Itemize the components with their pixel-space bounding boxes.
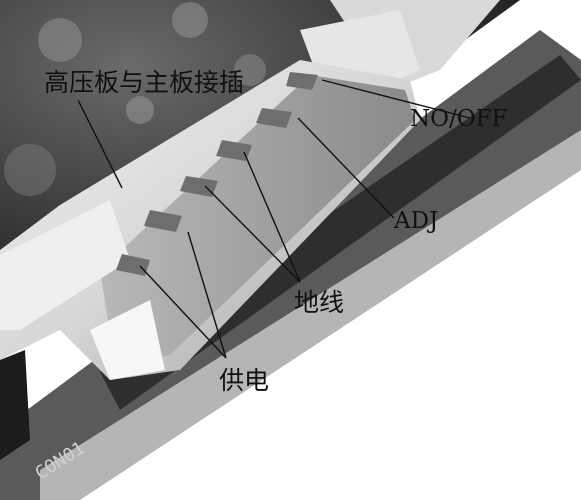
no-off-callout: NO/OFF: [410, 106, 508, 132]
leader-lines: [77, 79, 471, 359]
power-callout: 供电: [219, 366, 270, 395]
adj-callout: ADJ: [394, 208, 439, 234]
ground-callout: 地线: [294, 288, 345, 317]
connector-callout: 高压板与主板接插: [44, 68, 245, 97]
pin-slots: [116, 72, 318, 276]
